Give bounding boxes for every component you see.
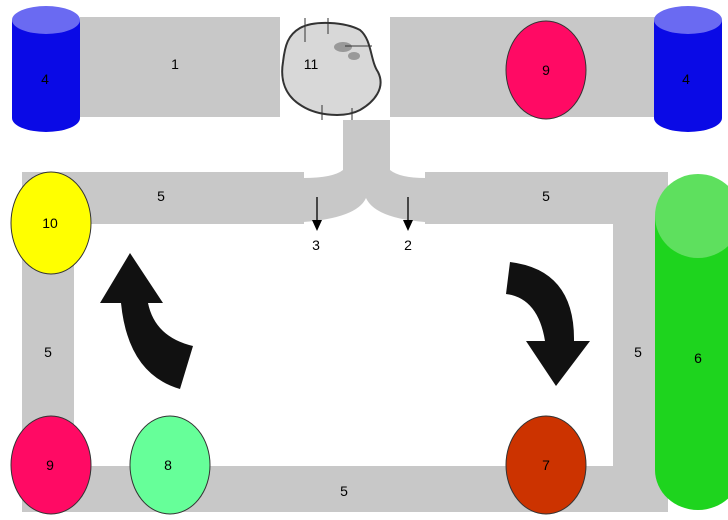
- label-oval-yellow: 10: [42, 215, 58, 231]
- oval-pink-bottom: [10, 415, 92, 515]
- oval-brown: [505, 415, 587, 515]
- cylinder-left-blue: [12, 6, 80, 132]
- flow-arrow-left: [312, 197, 322, 231]
- label-flow-left: 3: [312, 237, 320, 253]
- label-cylinder-right: 4: [682, 71, 690, 87]
- label-cylinder-left: 4: [41, 71, 49, 87]
- label-loop-top-right: 5: [542, 188, 550, 204]
- flow-arrow-right: [403, 197, 413, 231]
- cylinder-right-blue: [654, 6, 722, 132]
- oval-light-green: [129, 415, 211, 515]
- curved-arrow-down-right: [506, 262, 590, 386]
- label-oval-pink-bottom: 9: [46, 457, 54, 473]
- organ-illustration: [281, 18, 382, 122]
- label-loop-left-side: 5: [44, 344, 52, 360]
- cylinder-green: [655, 174, 728, 510]
- label-loop-bottom: 5: [340, 483, 348, 499]
- oval-pink-top: [505, 20, 587, 120]
- label-top-left-segment: 1: [171, 56, 179, 72]
- label-oval-light-green: 8: [164, 457, 172, 473]
- label-cylinder-green: 6: [694, 350, 702, 366]
- label-organ: 11: [304, 56, 319, 72]
- top-left-segment: [80, 17, 280, 117]
- label-loop-right-side: 5: [634, 344, 642, 360]
- split-connector: [303, 120, 425, 222]
- label-oval-brown: 7: [542, 457, 550, 473]
- oval-yellow: [10, 171, 92, 275]
- label-oval-pink-top: 9: [542, 62, 550, 78]
- label-flow-right: 2: [404, 237, 412, 253]
- curved-arrow-up-left: [100, 253, 193, 389]
- label-loop-top-left: 5: [157, 188, 165, 204]
